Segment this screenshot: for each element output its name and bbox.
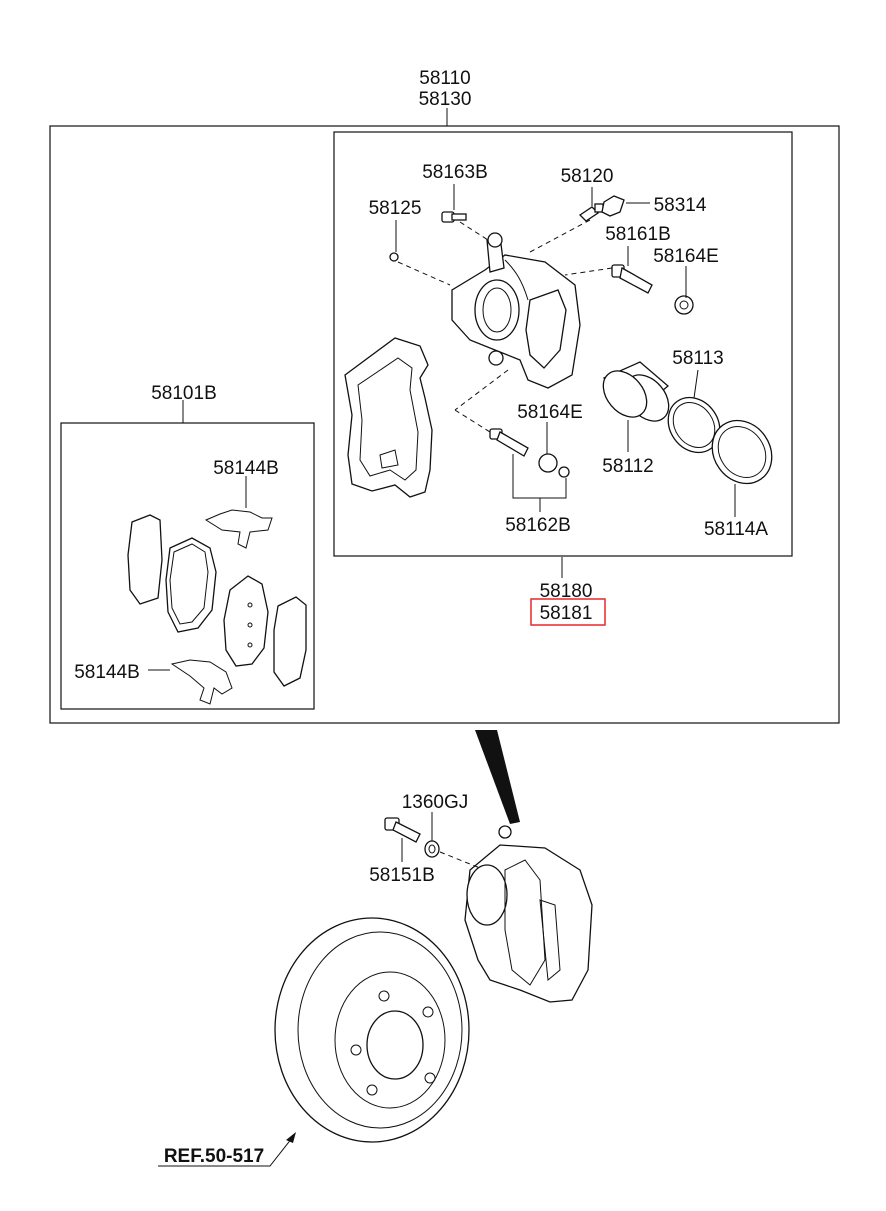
label-58180: 58180 <box>540 581 593 602</box>
label-58144b-upper: 58144B <box>213 458 279 479</box>
label-58110: 58110 <box>419 68 470 89</box>
dust-cap-58125 <box>389 252 399 262</box>
label-58112: 58112 <box>602 456 653 477</box>
label-58314: 58314 <box>654 195 707 216</box>
pad-kit-frame <box>60 422 315 710</box>
label-58144b-lower: 58144B <box>74 662 140 683</box>
installed-caliper <box>464 825 593 1003</box>
brake-disc <box>274 917 470 1143</box>
spring-upper <box>204 509 273 549</box>
seal-58113 <box>667 396 721 454</box>
spring-lower <box>170 659 233 705</box>
shim-outer-left <box>127 514 163 605</box>
reference-arrow <box>158 1137 293 1167</box>
pad-inner-left <box>165 537 217 633</box>
pad-inner-right <box>223 575 269 667</box>
caliper-body <box>451 232 581 389</box>
label-58114a: 58114A <box>704 519 768 540</box>
label-58162b: 58162B <box>505 515 571 536</box>
clip-58314 <box>601 195 625 217</box>
label-58130: 58130 <box>419 89 472 110</box>
assembly-arrow <box>475 730 520 824</box>
label-58161b: 58161B <box>605 224 671 245</box>
pin-58162b <box>489 428 570 478</box>
ring-58114a <box>711 419 773 485</box>
assembly-frame <box>49 125 840 724</box>
label-58113: 58113 <box>672 348 723 369</box>
shim-outer-right <box>273 596 307 687</box>
label-58151b: 58151B <box>369 865 435 886</box>
caliper-subframe <box>333 131 793 557</box>
label-58164e-lower: 58164E <box>517 402 583 423</box>
washer-1360gj <box>424 840 440 858</box>
boot-58164e-upper <box>674 295 694 315</box>
label-58181[interactable]: 58181 <box>540 603 593 624</box>
highlight-58181[interactable]: 58181 <box>530 598 606 626</box>
label-reference[interactable]: REF.50-517 <box>164 1146 264 1167</box>
label-58163b: 58163B <box>422 162 488 183</box>
label-58164e-upper: 58164E <box>653 246 719 267</box>
piston-58112 <box>602 361 670 422</box>
label-1360gj: 1360GJ <box>402 792 469 813</box>
bleeder-58120 <box>578 203 604 222</box>
label-58101b: 58101B <box>151 383 217 404</box>
label-58120: 58120 <box>561 166 614 187</box>
bolt-58163b <box>441 211 467 223</box>
guide-pin-58161b <box>611 264 653 294</box>
bolt-58151b <box>384 817 421 843</box>
caliper-bracket <box>344 337 433 498</box>
label-58125: 58125 <box>369 198 422 219</box>
